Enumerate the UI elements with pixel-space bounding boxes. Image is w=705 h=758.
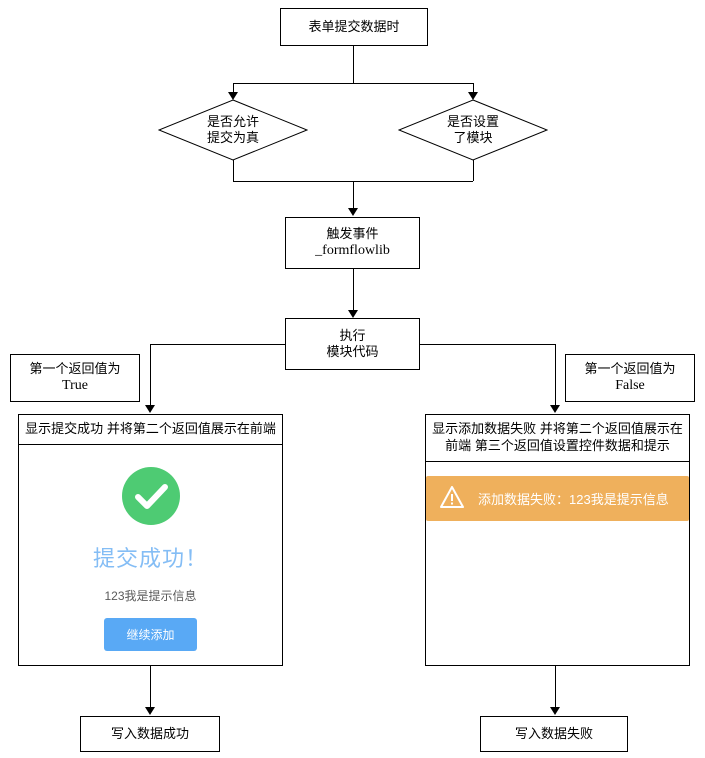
- node-form-submit: 表单提交数据时: [280, 8, 428, 46]
- connector-to-decision-right: [473, 83, 474, 93]
- success-panel: 显示提交成功 并将第二个返回值展示在前端 提交成功！ 123我是提示信息 继续添…: [18, 414, 283, 666]
- error-panel-body: 添加数据失败：123我是提示信息: [414, 462, 701, 665]
- continue-add-button[interactable]: 继续添加: [104, 617, 197, 651]
- node-trigger-line2: _formflowlib: [315, 243, 390, 259]
- node-write-failure: 写入数据失败: [480, 716, 628, 752]
- connector-decision-left-down: [233, 160, 234, 181]
- arrowhead-success-result: [145, 707, 155, 715]
- connector-merge-stem: [353, 181, 354, 209]
- node-trigger-line1: 触发事件: [326, 226, 379, 242]
- arrowhead-decision-right: [468, 92, 478, 100]
- connector-left-branch-down: [150, 344, 151, 406]
- connector-to-decision-left: [233, 83, 234, 93]
- arrowhead-trigger: [348, 208, 358, 216]
- success-header-line1: 显示提交成功: [25, 421, 104, 436]
- label-true-line1: 第一个返回值为: [29, 361, 121, 377]
- arrowhead-success-panel: [145, 405, 155, 413]
- decision-allow-submit-text: 是否允许 提交为真: [158, 99, 308, 161]
- error-header-line2: 并将第二个返回值展示在前端: [445, 421, 683, 453]
- label-false-line1: 第一个返回值为: [584, 361, 676, 377]
- connector-execute-left: [150, 344, 285, 345]
- node-write-success-label: 写入数据成功: [110, 725, 189, 741]
- decision-line: 是否允许: [206, 113, 259, 129]
- success-message: 123我是提示信息: [104, 588, 197, 603]
- error-panel: 显示添加数据失败 并将第二个返回值展示在前端 第三个返回值设置控件数据和提示 添…: [425, 414, 690, 666]
- arrowhead-error-result: [550, 707, 560, 715]
- connector-success-to-result: [150, 666, 151, 708]
- error-panel-header: 显示添加数据失败 并将第二个返回值展示在前端 第三个返回值设置控件数据和提示: [426, 415, 689, 462]
- decision-line: 是否设置: [446, 113, 499, 129]
- label-first-return-false: 第一个返回值为 False: [565, 354, 695, 402]
- arrowhead-decision-left: [228, 92, 238, 100]
- error-header-line3: 第三个返回值设置控件数据和提示: [474, 437, 670, 453]
- connector-top-split-bar: [233, 83, 473, 84]
- error-header-line1: 显示添加数据失败: [432, 421, 537, 436]
- arrowhead-error-panel: [550, 405, 560, 413]
- label-true-line2: True: [62, 378, 88, 394]
- connector-execute-right: [420, 344, 555, 345]
- success-panel-header: 显示提交成功 并将第二个返回值展示在前端: [19, 415, 282, 445]
- connector-trigger-to-execute: [353, 269, 354, 311]
- label-first-return-true: 第一个返回值为 True: [10, 354, 140, 402]
- decision-module-set: 是否设置 了模块: [398, 99, 548, 161]
- node-execute-module-code: 执行 模块代码: [285, 318, 420, 370]
- decision-line: 了模块: [453, 130, 493, 145]
- label-false-line2: False: [615, 378, 645, 394]
- arrowhead-execute: [348, 310, 358, 318]
- connector-error-to-result: [555, 666, 556, 708]
- connector-top-stem: [353, 46, 354, 83]
- decision-line: 提交为真: [206, 130, 259, 145]
- decision-allow-submit: 是否允许 提交为真: [158, 99, 308, 161]
- error-alert: 添加数据失败：123我是提示信息: [426, 475, 689, 521]
- success-title: 提交成功！: [92, 545, 208, 571]
- connector-right-branch-down: [555, 344, 556, 406]
- decision-module-set-text: 是否设置 了模块: [398, 99, 548, 161]
- check-circle-icon: [121, 466, 180, 525]
- node-execute-line1: 执行: [339, 327, 366, 343]
- connector-decision-right-down: [473, 160, 474, 181]
- node-execute-line2: 模块代码: [326, 344, 379, 359]
- node-write-failure-label: 写入数据失败: [514, 725, 593, 741]
- node-trigger-event: 触发事件 _formflowlib: [285, 217, 420, 269]
- warning-triangle-icon: [440, 485, 464, 511]
- node-write-success: 写入数据成功: [80, 716, 220, 752]
- success-panel-body: 提交成功！ 123我是提示信息 继续添加: [19, 445, 282, 665]
- success-header-line2: 并将第二个返回值展示在前端: [106, 421, 276, 436]
- node-form-submit-label: 表单提交数据时: [308, 18, 400, 34]
- error-alert-text: 添加数据失败：123我是提示信息: [478, 491, 669, 507]
